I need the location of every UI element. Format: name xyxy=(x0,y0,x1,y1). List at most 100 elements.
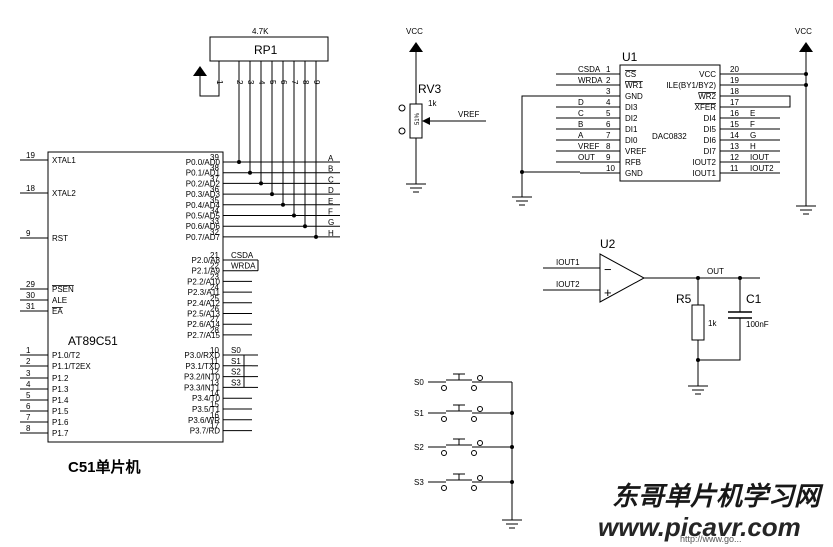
mcu-pin-number: 14 xyxy=(210,389,219,398)
mcu-pin-number: 5 xyxy=(26,391,31,400)
mcu-pin-number: 27 xyxy=(210,315,219,324)
dac-pin-label: XFER xyxy=(695,103,717,112)
dac-pin-label: IOUT2 xyxy=(692,158,716,167)
mcu-pin-number: 19 xyxy=(26,151,35,160)
net-label: A xyxy=(578,131,584,140)
rp1-value: 4.7K xyxy=(252,27,269,36)
rp1-pin-number: 4 xyxy=(257,80,266,85)
dac-pin-number: 9 xyxy=(606,153,611,162)
mcu-left-pins: 19XTAL118XTAL29RST29PSEN30ALE31EA1P1.0/T… xyxy=(20,151,91,438)
mcu-pin-number: 30 xyxy=(26,291,35,300)
dac-pin-label: GND xyxy=(625,92,643,101)
mcu-pin-number: 9 xyxy=(26,229,31,238)
mcu-pin-number: 26 xyxy=(210,305,219,314)
mcu-pin-number: 24 xyxy=(210,283,219,292)
dac-pin-label: DI0 xyxy=(625,136,638,145)
dac-pin-label: WR1 xyxy=(625,81,643,90)
dac-pin-number: 1 xyxy=(606,65,611,74)
mcu-pin-label: XTAL1 xyxy=(52,156,76,165)
mcu-body xyxy=(47,151,224,443)
switch-contact-icon xyxy=(471,385,477,391)
net-label: CSDA xyxy=(231,251,254,260)
dac-pin-number: 5 xyxy=(606,109,611,118)
switch-contact-icon xyxy=(441,385,447,391)
junction-dot xyxy=(510,411,514,415)
dac-pin-label: IOUT1 xyxy=(692,169,716,178)
mcu-pin-number: 22 xyxy=(210,262,219,271)
dac-pin-number: 13 xyxy=(730,142,739,151)
net-label: IOUT2 xyxy=(750,164,774,173)
mcu-pin-label: P1.3 xyxy=(52,385,69,394)
net-label: F xyxy=(750,120,755,129)
junction-dot xyxy=(510,445,514,449)
mcu-pin-label: P0.3/AD3 xyxy=(186,190,221,199)
dac-pin-number: 16 xyxy=(730,109,739,118)
junction-dot xyxy=(303,224,307,229)
mcu-pin-number: 18 xyxy=(26,184,35,193)
dac-pin-label: DI2 xyxy=(625,114,638,123)
vcc-left-arrow-icon xyxy=(409,42,423,52)
mcu-pin-number: 8 xyxy=(26,424,31,433)
opamp-body xyxy=(599,253,646,303)
mcu-pin-number: 12 xyxy=(210,368,219,377)
dac-pin-number: 11 xyxy=(730,164,739,173)
net-label: IOUT xyxy=(750,153,769,162)
rv3-net-vref: VREF xyxy=(458,110,479,119)
vcc-right-arrow-icon xyxy=(799,42,813,52)
rv3-percent: 51% xyxy=(415,112,421,125)
c1-value: 100nF xyxy=(746,320,769,329)
net-label: CSDA xyxy=(578,65,601,74)
mcu-pin-label: P1.7 xyxy=(52,429,69,438)
mcu-pin-label: P0.2/AD2 xyxy=(186,179,221,188)
dac-pin-label: DI5 xyxy=(704,125,717,134)
dac-pin-label: DI4 xyxy=(704,114,717,123)
rp1-supply-arrow-icon xyxy=(193,66,207,76)
dac-left-pins: 1CSCSDA2WR1WRDA3GND4DI3D5DI2C6DI1B7DI0A8… xyxy=(556,65,646,178)
dac-pin-number: 19 xyxy=(730,76,739,85)
dac-pin-label: WR2 xyxy=(698,92,716,101)
dac-pin-label: ILE(BY1/BY2) xyxy=(666,81,716,90)
rv3-pin-icon xyxy=(398,127,406,135)
mcu-pin-label: P3.2/INT0 xyxy=(184,373,221,382)
net-label: S2 xyxy=(231,368,241,377)
c1-ref: C1 xyxy=(746,292,762,306)
switch-pin-icon xyxy=(477,475,483,481)
rv3-ref: RV3 xyxy=(418,82,441,96)
rp1-pin1-wire xyxy=(199,61,220,97)
watermark-line2: www.picavr.com xyxy=(598,512,801,542)
dac-pin-number: 4 xyxy=(606,98,611,107)
net-label: S1 xyxy=(231,357,241,366)
mcu-pin-label: P3.4/T0 xyxy=(192,394,221,403)
dac-pin-label: CS xyxy=(625,70,636,79)
mcu-pin-label: PSEN xyxy=(52,285,74,294)
switch-label: S0 xyxy=(414,378,424,387)
net-label: G xyxy=(750,131,756,140)
opamp-plus-icon: + xyxy=(604,285,612,300)
mcu-pin-number: 32 xyxy=(210,228,219,237)
switch-contact-icon xyxy=(441,416,447,422)
switch-contact-icon xyxy=(441,450,447,456)
net-label: B xyxy=(578,120,583,129)
opamp-out: OUT xyxy=(707,267,724,276)
net-label: S0 xyxy=(231,346,241,355)
rp1-pin-number: 8 xyxy=(301,80,310,85)
rp1-ref: RP1 xyxy=(254,43,278,57)
mcu-pin-label: P3.3/INT1 xyxy=(184,383,221,392)
switch-label: S1 xyxy=(414,409,424,418)
dac-pin-number: 12 xyxy=(730,153,739,162)
net-label: H xyxy=(328,229,334,238)
mcu-pin-number: 28 xyxy=(210,326,219,335)
dac-pin-label: RFB xyxy=(625,158,641,167)
junction-dot xyxy=(510,480,514,484)
mcu-pin-number: 39 xyxy=(210,153,219,162)
mcu-pin-label: P3.5/T1 xyxy=(192,405,221,414)
net-label: WRDA xyxy=(231,262,256,271)
net-label: E xyxy=(750,109,755,118)
dac0832-chip: U1 DAC0832 1CSCSDA2WR1WRDA3GND4DI3D5DI2C… xyxy=(512,27,816,215)
net-label: E xyxy=(328,197,333,206)
net-label: B xyxy=(328,165,333,174)
mcu-caption: C51单片机 xyxy=(68,458,141,476)
